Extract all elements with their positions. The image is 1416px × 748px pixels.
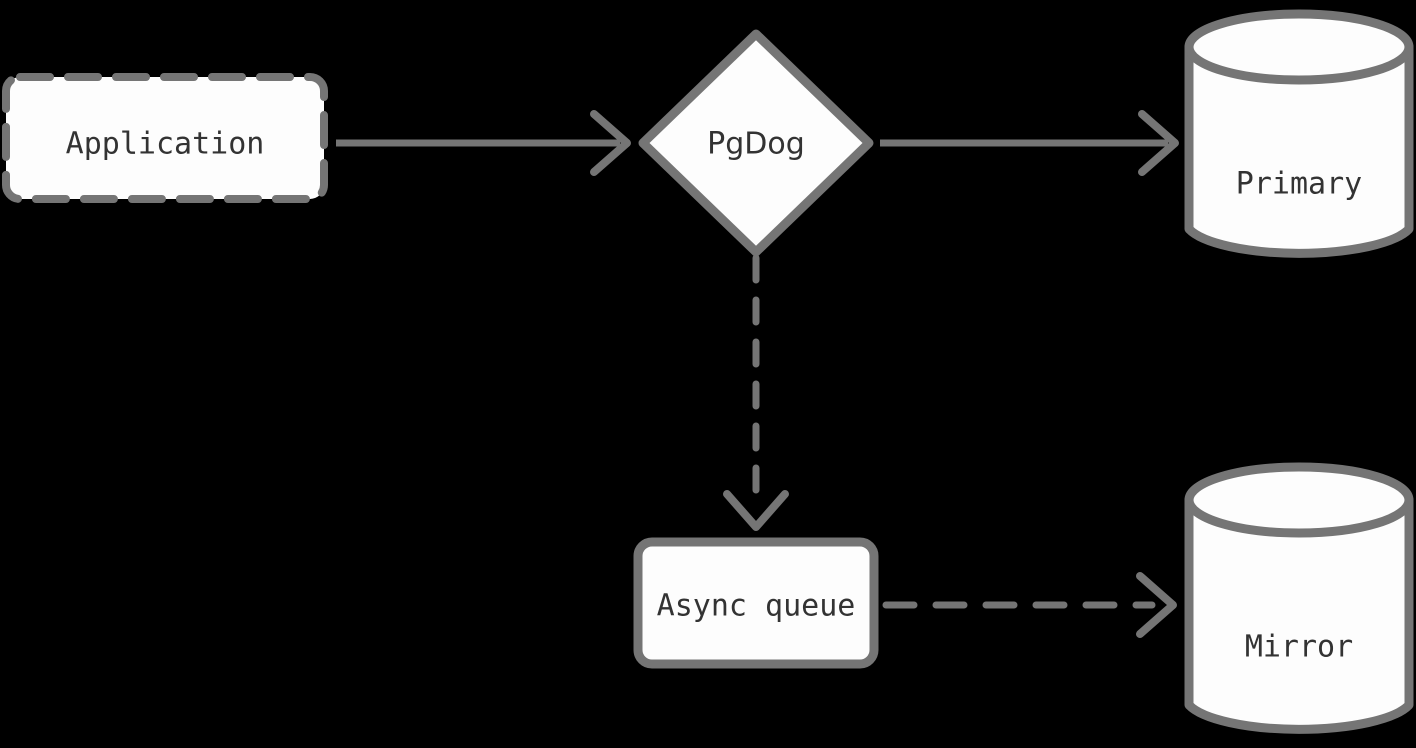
edge-pgdog-to-primary (880, 110, 1179, 176)
node-shape-rounded-rect-dashed (2, 73, 328, 203)
node-label: Application (66, 127, 265, 162)
edge-pgdog-to-async-queue (723, 254, 789, 531)
node-pgdog[interactable]: PgDog (638, 29, 874, 257)
node-label: Mirror (1245, 630, 1353, 665)
node-label: Async queue (657, 589, 856, 624)
edge-application-to-pgdog (336, 110, 631, 176)
node-shape-diamond (638, 29, 874, 257)
node-label: Primary (1236, 167, 1362, 202)
node-mirror[interactable]: Mirror (1184, 462, 1414, 734)
node-label: PgDog (707, 127, 805, 162)
arrowhead-chevron-icon (590, 110, 631, 176)
node-async-queue[interactable]: Async queue (633, 537, 879, 669)
node-application[interactable]: Application (2, 73, 328, 203)
arrowhead-chevron-icon (723, 490, 789, 531)
node-shape-cylinder-top (1184, 462, 1414, 538)
arrowhead-chevron-icon (1136, 572, 1177, 638)
node-primary[interactable]: Primary (1184, 9, 1414, 258)
node-shape-rounded-rect (633, 537, 879, 669)
arrowhead-chevron-icon (1138, 110, 1179, 176)
node-shape-cylinder-body (1184, 495, 1414, 734)
node-shape-cylinder-top (1184, 9, 1414, 85)
node-shape-cylinder-body (1184, 42, 1414, 258)
edge-async-queue-to-mirror (882, 572, 1177, 638)
